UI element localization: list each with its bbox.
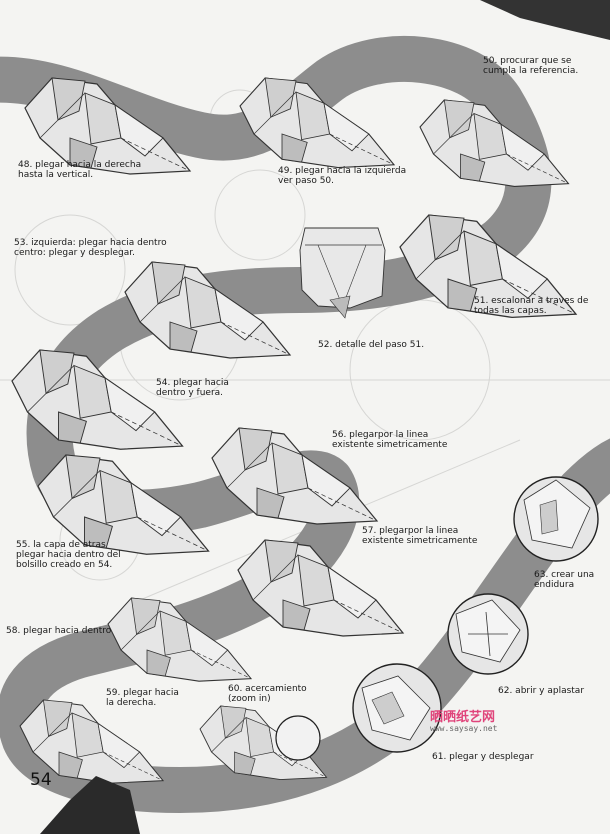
page-number: 54	[30, 770, 52, 790]
step-62-caption: 62. abrir y aplastar	[498, 686, 584, 696]
step-50-caption: 50. procurar que se cumpla la referencia…	[483, 56, 578, 76]
step-55-caption: 55. la capa de atras plegar hacia dentro…	[16, 540, 121, 570]
step-49-caption: 49. plegar hacia la izquierda ver paso 5…	[278, 166, 406, 186]
step-59-caption: 59. plegar hacia la derecha.	[106, 688, 179, 708]
step-57-caption: 57. plegarpor la linea existente simetri…	[362, 526, 477, 546]
step-54-caption: 54. plegar hacia dentro y fuera.	[156, 378, 229, 398]
step-63-caption: 63. crear una endidura	[534, 570, 594, 590]
diagram-50	[420, 100, 569, 186]
watermark-brand: 晒晒纸艺网	[430, 706, 495, 725]
diagram-58	[108, 598, 251, 681]
step-51-caption: 51. escalonar a traves de todas las capa…	[474, 296, 588, 316]
diagram-53	[125, 262, 290, 358]
step-60-caption: 60. acercamiento (zoom in)	[228, 684, 307, 704]
step-48-caption: 48. plegar hacia la derecha hasta la ver…	[18, 160, 141, 180]
diagram-49	[240, 78, 394, 168]
step-56-caption: 56. plegarpor la linea existente simetri…	[332, 430, 447, 450]
step-61-caption: 61. plegar y desplegar	[432, 752, 534, 762]
step-53-caption: 53. izquierda: plegar hacia dentro centr…	[14, 238, 167, 258]
corner-art-top	[480, 0, 610, 40]
diagram-52	[300, 228, 385, 318]
watermark-url: www.saysay.net	[430, 724, 497, 733]
diagram-54	[12, 350, 183, 449]
zoom-circle-60	[276, 716, 320, 760]
diagram-57	[238, 540, 403, 636]
diagram-63	[514, 477, 598, 561]
step-52-caption: 52. detalle del paso 51.	[318, 340, 424, 350]
step-58-caption: 58. plegar hacia dentro	[6, 626, 111, 636]
corner-art-bottom	[40, 776, 140, 834]
diagram-61	[353, 664, 441, 752]
diagram-62	[448, 594, 528, 674]
